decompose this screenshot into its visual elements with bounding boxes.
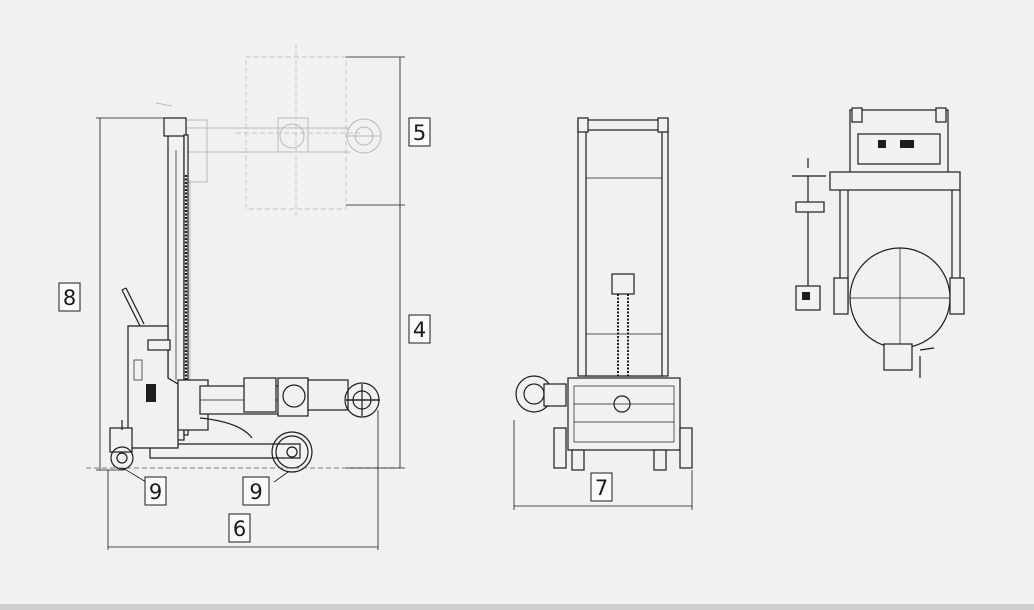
front-view [513, 117, 693, 510]
callout-8-label: 8 [63, 286, 76, 310]
callout-7-label: 7 [595, 476, 608, 500]
top-view [792, 107, 965, 378]
side-view [86, 56, 405, 550]
callout-6-label: 6 [233, 517, 246, 541]
callout-9-right-label: 9 [249, 480, 262, 504]
callout-5: 5 [408, 117, 431, 147]
callout-6: 6 [228, 513, 251, 543]
bottom-divider [0, 604, 1034, 610]
callout-4: 4 [408, 314, 431, 344]
raised-position-ghost [155, 44, 382, 215]
callout-5-label: 5 [413, 121, 426, 145]
callout-4-label: 4 [413, 318, 426, 342]
callout-9-right: 9 [242, 476, 270, 506]
callout-7: 7 [590, 472, 613, 502]
callout-9-left: 9 [144, 476, 167, 506]
callout-8: 8 [58, 282, 81, 312]
callout-9-left-label: 9 [149, 480, 162, 504]
